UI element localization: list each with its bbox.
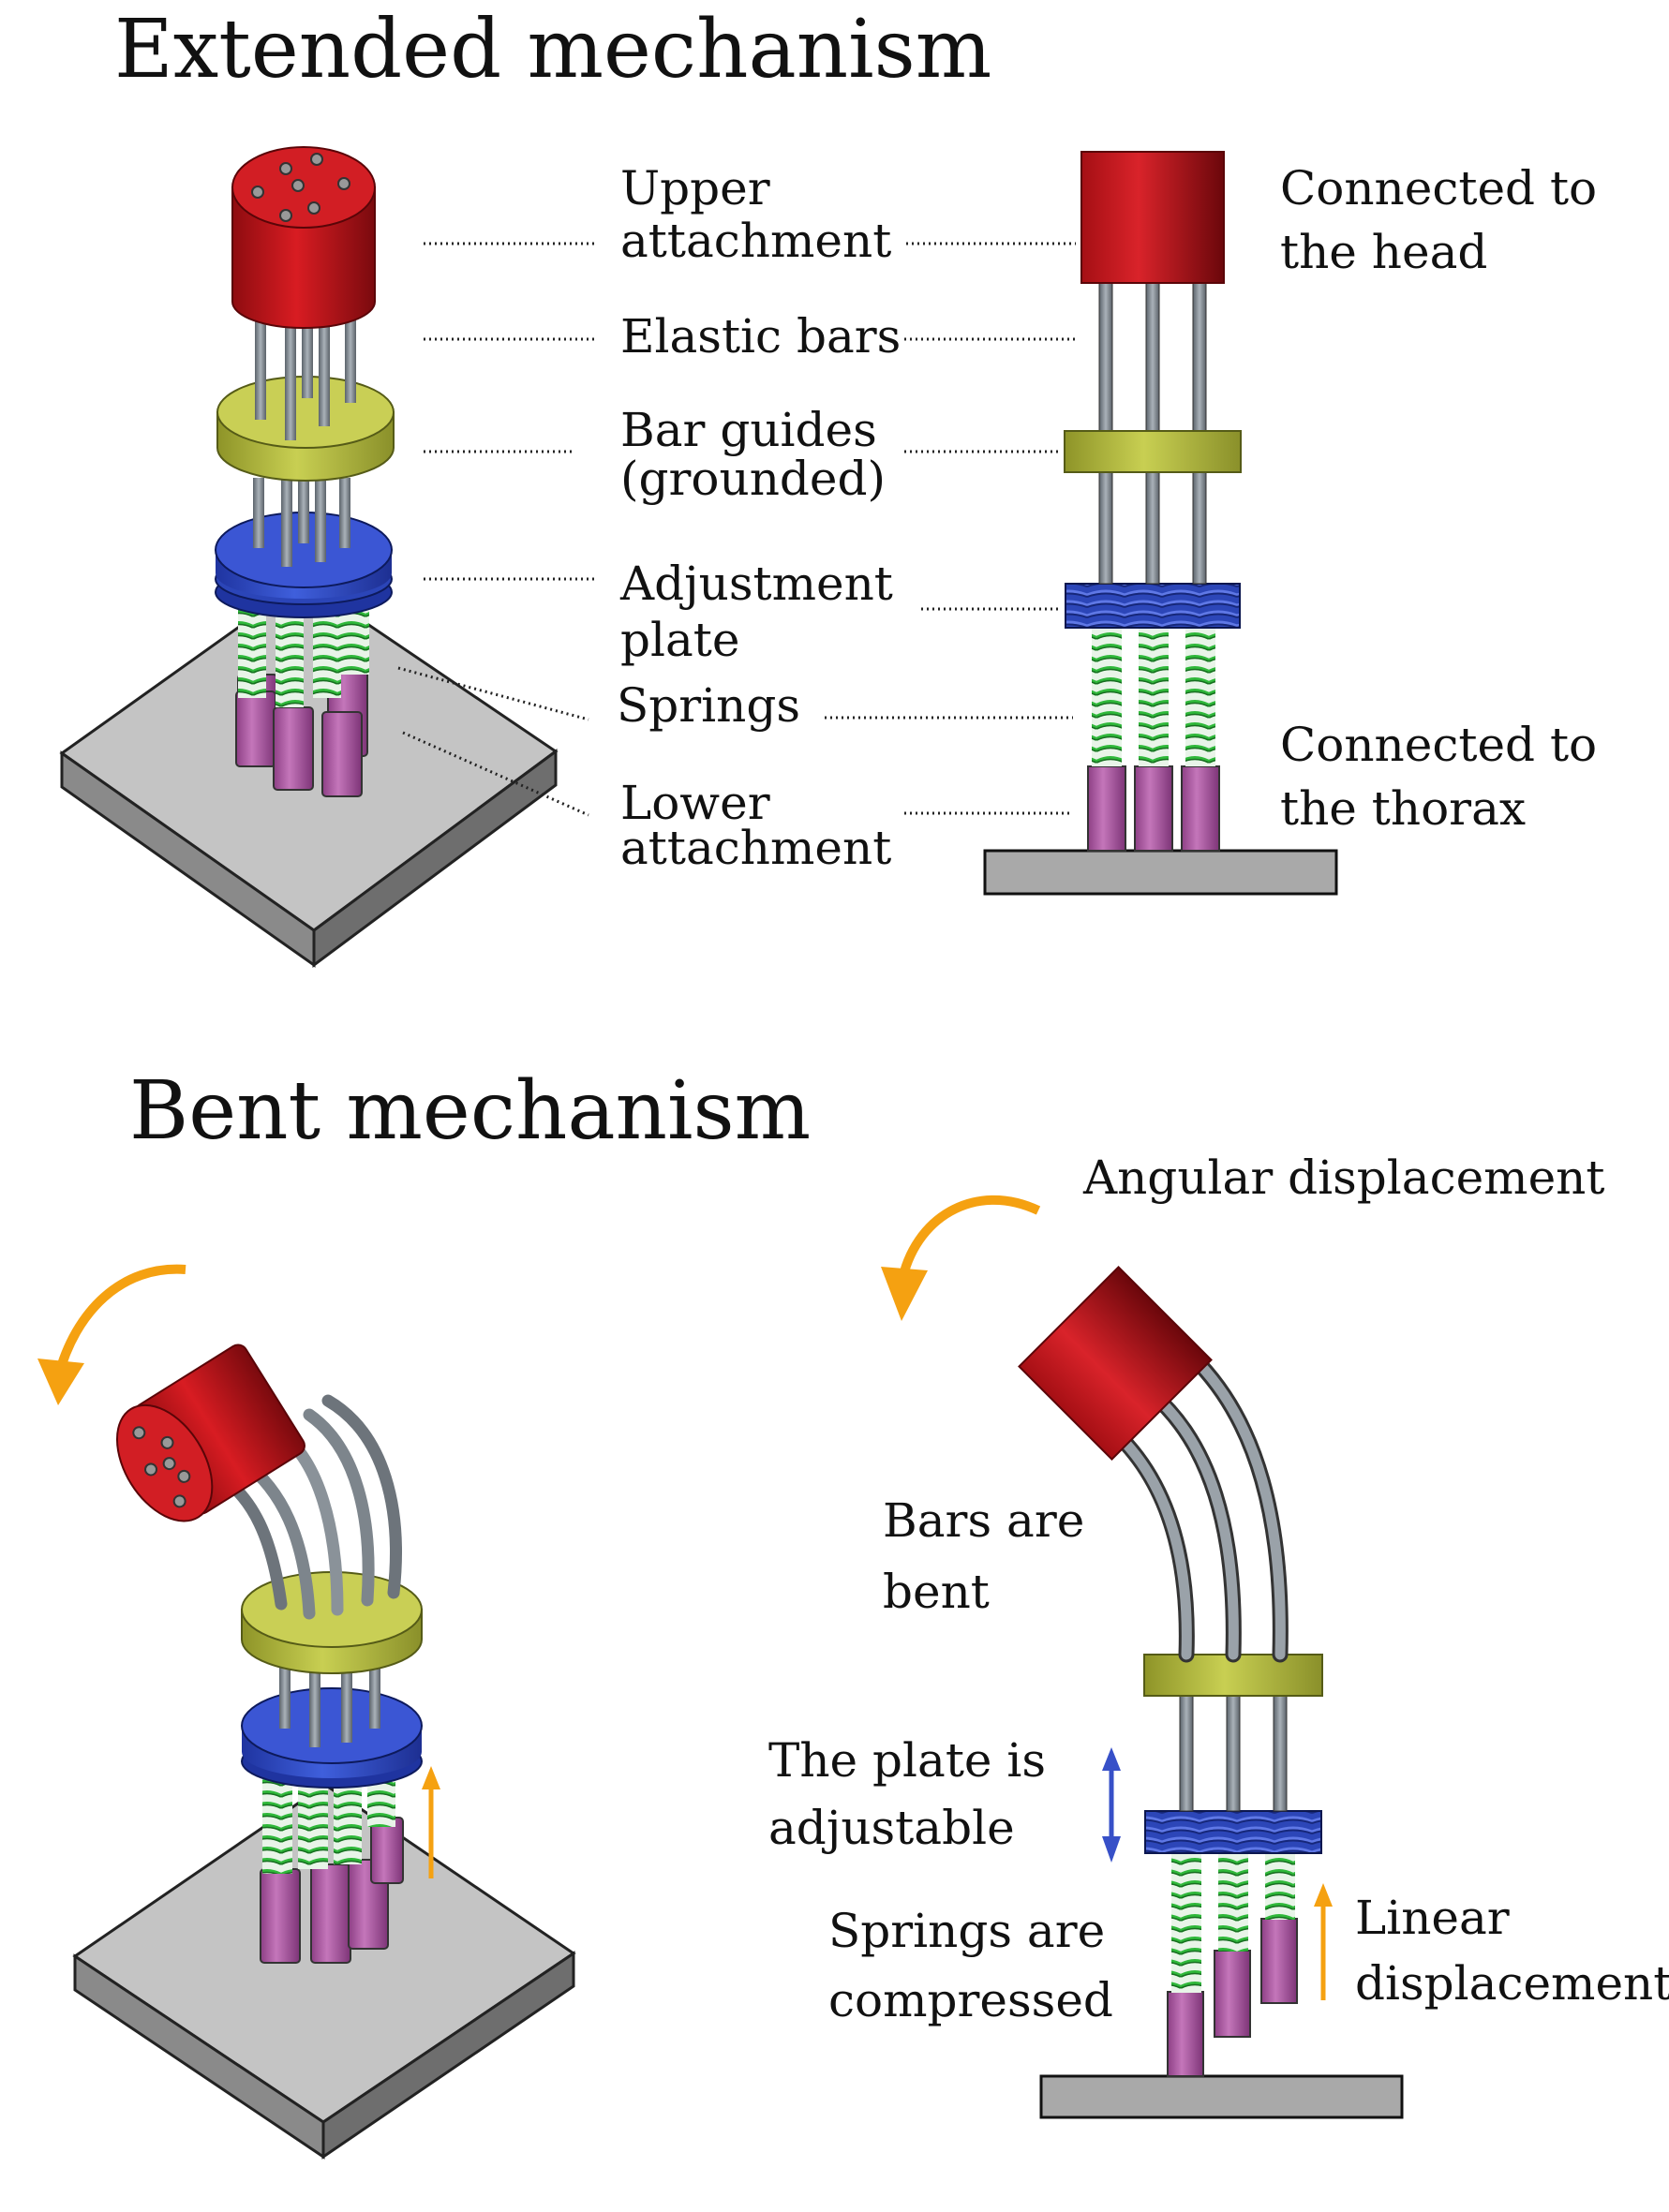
label-thorax-1: Connected to (1280, 718, 1597, 772)
label-springs-1: Springs are (828, 1904, 1105, 1958)
bent-side-curved-bars (1097, 1356, 1289, 1663)
label-bars-1: Bars are (883, 1493, 1084, 1548)
bent-iso-assembly (37, 1264, 576, 2160)
curved-arrow-icon (881, 1195, 1041, 1321)
bent-side-adjustment-plate (1144, 1810, 1322, 1854)
label-plate-1: The plate is (768, 1733, 1046, 1788)
up-arrow-icon (422, 1766, 440, 1878)
bent-side-assembly (881, 1195, 1404, 2119)
side-adjustment-plate (1065, 583, 1241, 629)
elastic-bars-upper (255, 309, 356, 440)
up-arrow-icon (1314, 1883, 1333, 2000)
side-springs (1092, 626, 1215, 766)
leader-lines (397, 242, 1076, 817)
label-plate-2: adjustable (768, 1801, 1015, 1855)
bent-side-upper-attachment (1018, 1266, 1213, 1461)
extended-title: Extended mechanism (114, 3, 991, 96)
label-upper-2: attachment (620, 214, 891, 268)
label-head-1: Connected to (1280, 161, 1597, 215)
extended-iso-assembly (59, 146, 559, 968)
bent-lower-cylinders (260, 1817, 404, 1964)
label-bars-2: bent (883, 1565, 990, 1619)
label-elastic: Elastic bars (620, 309, 901, 364)
extended-side-assembly (983, 151, 1338, 896)
bent-side-straight-bars (1179, 1695, 1288, 1812)
side-bar-guides (1064, 430, 1242, 473)
label-head-2: the head (1280, 225, 1487, 279)
extended-labels: Upper attachment Elastic bars Bar guides… (617, 161, 1597, 875)
label-angular: Angular displacement (1082, 1151, 1604, 1205)
label-lower-1: Lower (620, 776, 770, 830)
curved-arrow-icon (37, 1264, 186, 1405)
thorax-base (983, 849, 1338, 896)
bent-title: Bent mechanism (129, 1064, 811, 1158)
label-upper-1: Upper (620, 161, 770, 215)
elastic-bars-lower (253, 478, 350, 567)
label-lower-2: attachment (620, 821, 891, 875)
side-upper-attachment (1080, 151, 1225, 284)
bent-thorax-base (1039, 2074, 1404, 2119)
label-springs-2: compressed (828, 1973, 1113, 2027)
label-linear-2: displacement (1355, 1956, 1669, 2011)
bent-side-springs (1171, 1850, 1295, 1993)
label-adjust-1: Adjustment (619, 557, 893, 611)
double-arrow-icon (1102, 1747, 1121, 1863)
label-springs: Springs (617, 678, 800, 733)
label-linear-1: Linear (1355, 1891, 1510, 1945)
bent-side-lower-cylinders (1167, 1918, 1298, 2077)
label-adjust-2: plate (620, 613, 740, 667)
label-guides-1: Bar guides (620, 403, 877, 457)
bent-labels: Angular displacement Bars are bent The p… (768, 1151, 1669, 2027)
label-thorax-2: the thorax (1280, 781, 1526, 836)
bent-bars-lower (279, 1658, 380, 1747)
bent-upper-attachment (115, 1344, 305, 1522)
side-lower-cylinders (1087, 765, 1220, 852)
upper-attachment (231, 146, 376, 329)
label-guides-2: (grounded) (620, 452, 886, 506)
lower-attachment-cylinders (235, 666, 368, 797)
bent-adjustment-plate (241, 1687, 423, 1789)
